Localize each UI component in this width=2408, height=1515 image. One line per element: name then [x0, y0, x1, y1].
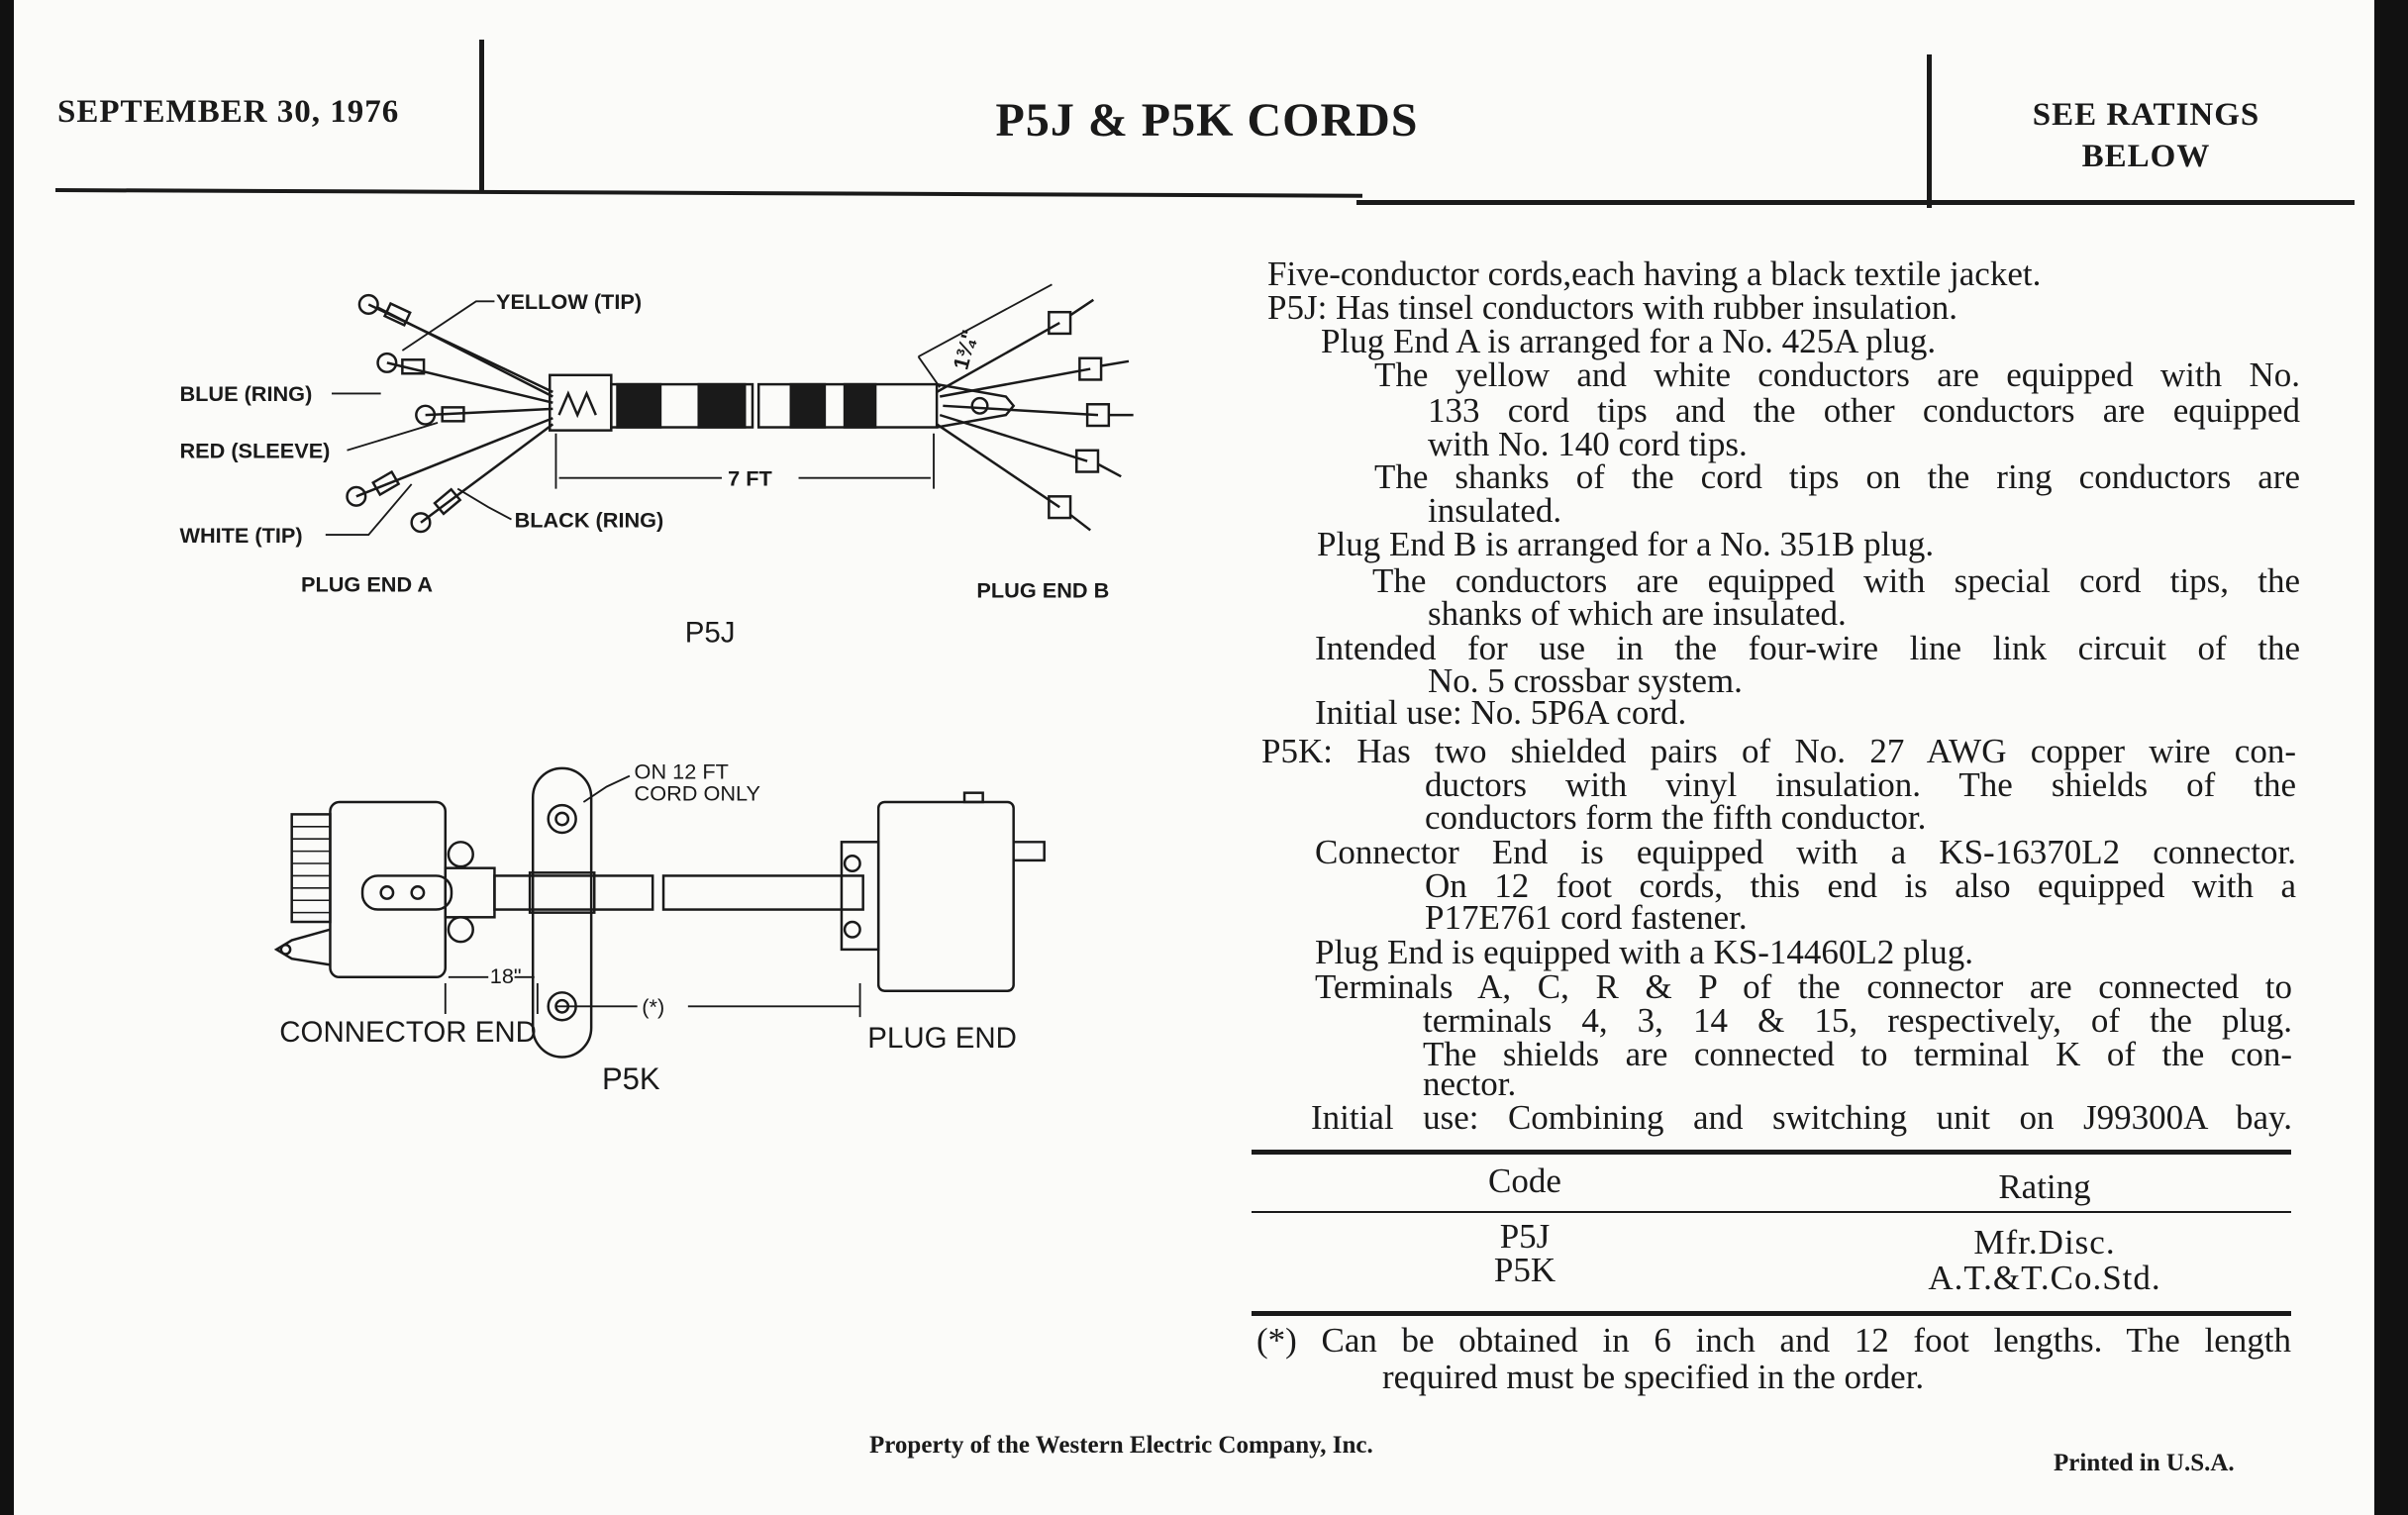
footnote-line2: required must be specified in the order.	[1382, 1358, 1925, 1396]
ring-terminal-icon	[415, 404, 437, 426]
text-line: The conductors are equipped with special…	[1372, 561, 2300, 600]
text-line: Plug End B is arranged for a No. 351B pl…	[1317, 525, 1935, 563]
text-line: Plug End A is arranged for a No. 425A pl…	[1321, 322, 1937, 360]
caption-p5k: P5K	[602, 1061, 660, 1096]
text-line: insulated.	[1428, 491, 1562, 530]
p5j-cord	[549, 373, 1016, 432]
page-title: P5J & P5K CORDS	[995, 94, 1419, 147]
table-rule-header	[1252, 1211, 2291, 1213]
p5k-labels: ON 12 FT CORD ONLY 18" (*) CONNECTOR END…	[279, 759, 1017, 1096]
ring-terminal-icon	[376, 352, 398, 373]
ratings-note: SEE RATINGS BELOW	[1936, 94, 2357, 177]
label-white-tip: WHITE (TIP)	[179, 523, 302, 548]
text-line: No. 5 crossbar system.	[1428, 661, 1743, 700]
table-cell-rating: A.T.&T.Co.Std.	[1928, 1259, 2161, 1297]
p5j-diagram	[325, 283, 1134, 537]
p5j-labels: YELLOW (TIP) BLUE (RING) RED (SLEEVE) WH…	[179, 289, 1109, 650]
ratings-note-line1: SEE RATINGS	[2032, 97, 2260, 133]
dimension-18in: 18"	[490, 963, 522, 988]
table-rule-bottom	[1252, 1311, 2291, 1316]
text-line: Five-conductor cords,each having a black…	[1267, 254, 2042, 293]
label-blue-ring: BLUE (RING)	[179, 381, 312, 406]
text-line: shanks of which are insulated.	[1428, 594, 1847, 633]
ring-terminal-icon	[357, 293, 379, 315]
text-line: Initial use: Combining and switching uni…	[1311, 1098, 2292, 1137]
label-plug-end-b: PLUG END B	[976, 578, 1109, 603]
dimension-7ft: 7 FT	[728, 465, 772, 490]
text-line: P5K: Has two shielded pairs of No. 27 AW…	[1261, 732, 2296, 770]
text-line: 133 cord tips and the other conductors a…	[1428, 391, 2300, 430]
text-line: Plug End is equipped with a KS-14460L2 p…	[1315, 933, 1973, 971]
note-12ft-line1: ON 12 FT	[635, 759, 729, 784]
footer-property: Property of the Western Electric Company…	[869, 1432, 1373, 1459]
scan-edge-left	[0, 0, 14, 1515]
footer-printed: Printed in U.S.A.	[2054, 1450, 2235, 1476]
text-line: with No. 140 cord tips.	[1428, 425, 1748, 463]
text-line: Connector End is equipped with a KS-1637…	[1315, 833, 2296, 871]
ring-terminal-icon	[410, 512, 432, 534]
table-header-code: Code	[1488, 1162, 1561, 1200]
caption-p5j: P5J	[685, 617, 736, 650]
label-plug-end-a: PLUG END A	[301, 571, 433, 596]
label-red-sleeve: RED (SLEEVE)	[179, 439, 330, 463]
label-plug-end: PLUG END	[867, 1022, 1017, 1055]
table-cell-rating: Mfr.Disc.	[1973, 1223, 2116, 1262]
text-line: conductors form the fifth conductor.	[1425, 798, 1927, 837]
header-divider-left	[479, 40, 484, 190]
text-line: P17E761 cord fastener.	[1425, 898, 1748, 937]
header-rule-right	[1356, 200, 2355, 205]
text-line: nector.	[1423, 1064, 1517, 1103]
text-line: Intended for use in the four-wire line l…	[1315, 629, 2300, 667]
table-rule-top	[1252, 1150, 2291, 1155]
p5k-diagram	[273, 766, 1046, 1059]
scan-edge-right	[2374, 0, 2408, 1515]
text-line: terminals 4, 3, 14 & 15, respectively, o…	[1423, 1001, 2292, 1040]
table-header-rating: Rating	[1998, 1167, 2091, 1206]
dimension-tip-length: 1¾"	[948, 327, 982, 372]
text-line: The shields are connected to terminal K …	[1423, 1035, 2292, 1073]
text-line: The yellow and white conductors are equi…	[1374, 355, 2300, 394]
plug-body	[876, 800, 1015, 992]
dimension-star: (*)	[642, 994, 664, 1019]
text-line: The shanks of the cord tips on the ring …	[1374, 457, 2300, 496]
label-connector-end: CONNECTOR END	[279, 1016, 537, 1049]
p5k-cord	[493, 874, 654, 911]
ratings-note-line2: BELOW	[2081, 139, 2211, 174]
note-12ft-line2: CORD ONLY	[635, 780, 760, 805]
ring-terminal-icon	[346, 485, 367, 507]
p5j-end-b-conductors	[936, 298, 1134, 532]
footnote-line1: (*) Can be obtained in 6 inch and 12 foo…	[1256, 1321, 2291, 1360]
connector-body	[329, 800, 448, 979]
text-line: Initial use: No. 5P6A cord.	[1315, 693, 1687, 732]
text-line: ductors with vinyl insulation. The shiel…	[1425, 765, 2296, 804]
header-date: SEPTEMBER 30, 1976	[57, 94, 400, 130]
text-line: P5J: Has tinsel conductors with rubber i…	[1267, 288, 1958, 327]
header-divider-right	[1927, 54, 1932, 208]
table-cell-code: P5J	[1499, 1217, 1551, 1256]
table-cell-code: P5K	[1493, 1251, 1556, 1289]
text-line: On 12 foot cords, this end is also equip…	[1425, 866, 2296, 905]
label-yellow-tip: YELLOW (TIP)	[496, 289, 642, 314]
p5j-end-a-conductors	[346, 293, 554, 534]
label-black-ring: BLACK (RING)	[515, 507, 664, 532]
text-line: Terminals A, C, R & P of the connector a…	[1315, 967, 2292, 1006]
